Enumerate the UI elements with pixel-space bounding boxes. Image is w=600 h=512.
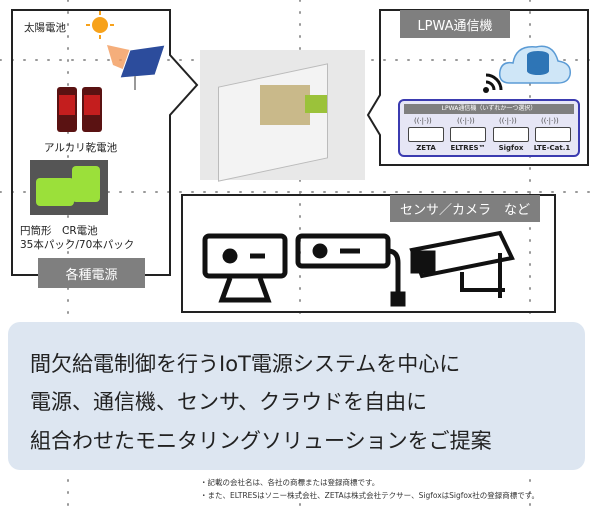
wireless-signal-icon [483,73,503,93]
security-camera-icon [409,230,515,298]
footnote-2: ・また、ELTRESはソニー株式会社、ZETAは株式会社テクサー、Sigfoxは… [200,491,539,500]
cr-battery-photo [30,160,108,215]
modem-icon [493,127,529,142]
solar-label: 太陽電池 [24,22,66,34]
message-line-3: 組合わせたモニタリングソリューションをご提案 [30,429,492,453]
lpwa-frame [366,9,589,166]
solar-panel-icon [86,11,166,90]
sensor-title: センサ／カメラ など [390,195,540,222]
message-line-2: 電源、通信機、センサ、クラウドを自由に [30,390,428,414]
modem-icon [408,127,444,142]
sensor-icons [202,230,515,307]
lpwa-title: LPWA通信機 [400,10,510,38]
probe-sensor-icon [295,233,406,307]
proposal-message: 間欠給電制御を行うIoT電源システムを中心に 電源、通信機、センサ、クラウドを自… [8,322,585,470]
modem-icon [535,127,571,142]
cr-label-1: 円筒形 CR電池 [20,225,98,237]
lpwa-options-panel: LPWA通信機（いずれか一つ選択） ((·|·)) ZETA ((·|·)) E… [398,99,580,157]
monitor-sensor-icon [202,233,288,303]
iot-power-device-photo [200,50,365,182]
modem-icon [450,127,486,142]
alkaline-label: アルカリ乾電池 [44,142,118,154]
footnote-1: ・記載の会社名は、各社の商標または登録商標です。 [200,478,380,487]
lpwa-options-title: LPWA通信機（いずれか一つ選択） [404,104,574,114]
cloud-database-icon [498,45,571,84]
alkaline-battery-icon [57,87,102,132]
message-line-1: 間欠給電制御を行うIoT電源システムを中心に [30,352,461,376]
power-title: 各種電源 [38,258,145,288]
cr-label-2: 35本パック/70本パック [20,239,135,251]
